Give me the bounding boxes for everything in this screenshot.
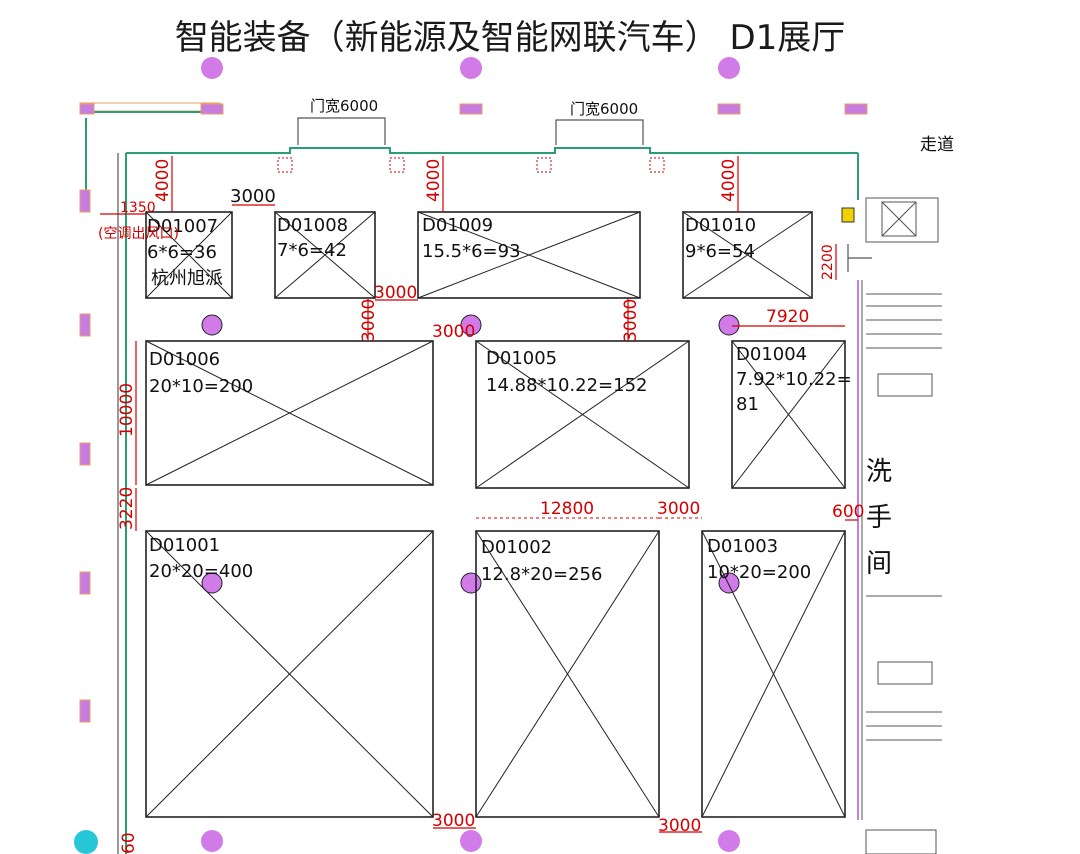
booth-size: 7*6=42	[277, 240, 347, 261]
dim-60: 60	[119, 832, 139, 854]
booth-size: 10*20=200	[707, 562, 811, 583]
page-title: 智能装备（新能源及智能网联汽车） D1展厅	[174, 18, 846, 58]
wall-pilasters	[79, 103, 868, 723]
dim-4000-b: 4000	[424, 159, 444, 202]
dim-3000-bottom-1: 3000	[432, 811, 475, 831]
booth-id: D01003	[707, 536, 778, 557]
dim-3000-row: 3000	[657, 499, 700, 519]
booth-id: D01001	[149, 535, 220, 556]
wall-markers	[277, 157, 665, 173]
booth-id: D01007	[147, 216, 218, 237]
booth-d01005[interactable]: D01005 14.88*10.22=152	[475, 340, 690, 489]
booth-size: 20*20=400	[149, 561, 253, 582]
booth-size: 15.5*6=93	[422, 241, 521, 262]
booth-size: 9*6=54	[685, 241, 755, 262]
dim-1350: 1350	[120, 200, 156, 216]
dim-4000-a: 4000	[153, 159, 173, 202]
door-2: 门宽6000	[555, 100, 644, 145]
dim-3000-bottom-2: 3000	[658, 816, 701, 836]
booth-id: D01009	[422, 215, 493, 236]
booth-size: 12.8*20=256	[481, 564, 602, 585]
booth-id: D01004	[736, 344, 807, 365]
booth-d01003[interactable]: D01003 10*20=200	[701, 530, 846, 818]
booth-id: D01002	[481, 537, 552, 558]
columns	[74, 57, 740, 854]
dim-12800: 12800	[540, 499, 594, 519]
booth-d01004[interactable]: D01004 7.92*10.22= 81	[731, 340, 852, 489]
booth-d01006[interactable]: D01006 20*10=200	[145, 340, 434, 486]
booth-size: 7.92*10.22=	[736, 369, 852, 390]
booth-id: D01010	[685, 215, 756, 236]
dim-3220: 3220	[117, 487, 137, 530]
booth-d01008[interactable]: D01008 7*6=42	[274, 211, 376, 299]
booth-company: 杭州旭派	[151, 268, 223, 289]
washroom-char-1: 洗	[866, 457, 892, 487]
booth-size-2: 81	[736, 394, 759, 415]
washroom-char-2: 手	[866, 503, 892, 533]
dim-3000-mid-1: 3000	[374, 283, 417, 303]
booth-size: 20*10=200	[149, 376, 253, 397]
aircon-note: (空调出风口)	[98, 226, 179, 242]
booth-id: D01006	[149, 349, 220, 370]
dim-3000-mid-2: 3000	[432, 322, 475, 342]
door-label: 门宽6000	[570, 100, 638, 118]
dim-3000-v1: 3000	[359, 299, 379, 342]
dimensions: 4000 4000 4000 3000 1350 (空调出风口) 3000 30…	[98, 156, 864, 854]
booth-d01009[interactable]: D01009 15.5*6=93	[417, 211, 641, 299]
booth-d01001[interactable]: D01001 20*20=400	[145, 530, 434, 818]
dim-600: 600	[832, 502, 864, 522]
booth-size: 14.88*10.22=152	[486, 375, 648, 396]
booth-d01010[interactable]: D01010 9*6=54	[682, 211, 813, 299]
dim-10000: 10000	[117, 383, 137, 437]
booth-d01002[interactable]: D01002 12.8*20=256	[475, 530, 660, 818]
booth-d01007[interactable]: D01007 6*6=36 杭州旭派	[145, 211, 233, 299]
booth-id: D01005	[486, 348, 557, 369]
door-label: 门宽6000	[310, 97, 378, 115]
right-facilities: 走道 洗 手 间	[841, 135, 954, 854]
dim-7920: 7920	[766, 307, 809, 327]
dim-3000-v2: 3000	[621, 299, 641, 342]
dim-3000-top: 3000	[230, 186, 276, 207]
washroom-char-3: 间	[866, 549, 892, 579]
dim-2200: 2200	[820, 244, 836, 280]
booth-size: 6*6=36	[147, 242, 217, 263]
booth-id: D01008	[277, 215, 348, 236]
door-1: 门宽6000	[297, 97, 386, 145]
dim-4000-c: 4000	[719, 159, 739, 202]
outer-walls	[79, 102, 863, 854]
corridor-label: 走道	[920, 135, 954, 155]
